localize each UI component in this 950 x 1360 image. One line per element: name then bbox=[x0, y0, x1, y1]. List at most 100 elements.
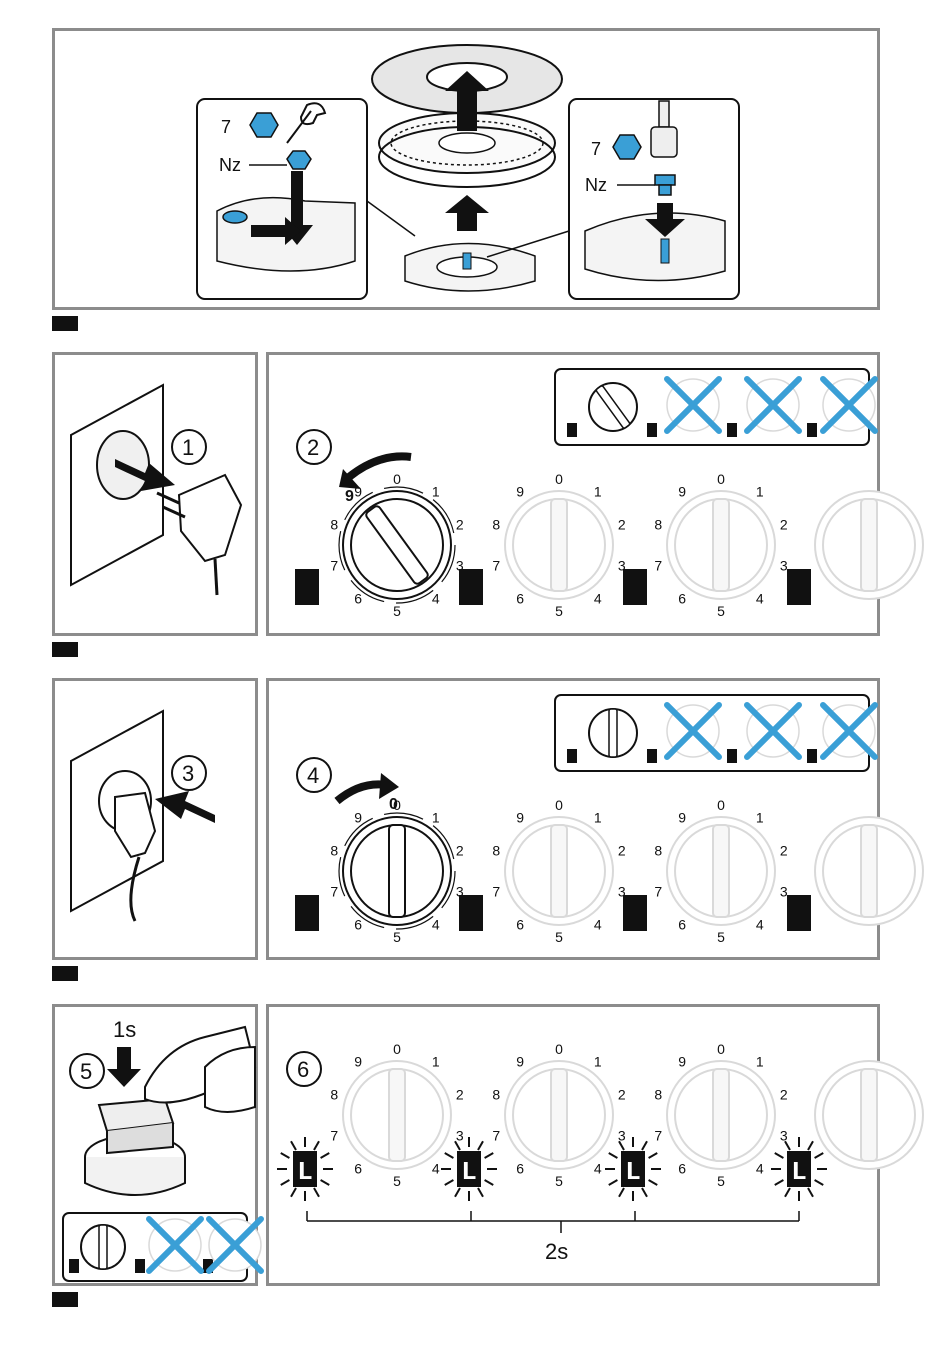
display-blink-panel: 6 0123456789 0123456789 0123456789 L L L… bbox=[266, 1004, 880, 1286]
dial-number: 9 bbox=[354, 484, 362, 500]
display-icon: L bbox=[277, 1137, 333, 1201]
dial-number: 9 bbox=[678, 484, 686, 500]
display-icon bbox=[623, 569, 647, 605]
figure-marker bbox=[52, 316, 78, 331]
dial-number: 2 bbox=[780, 843, 788, 859]
knob-icon bbox=[505, 817, 613, 925]
dial-number: 2 bbox=[618, 843, 626, 859]
cross-mark-icon bbox=[747, 705, 799, 757]
dial-number: 8 bbox=[330, 517, 338, 533]
dial-number: 9 bbox=[678, 1054, 686, 1070]
knob-icon bbox=[343, 491, 451, 599]
display-icon: L bbox=[605, 1137, 661, 1201]
step-number: 6 bbox=[297, 1057, 309, 1082]
dial-number: 2 bbox=[780, 1087, 788, 1103]
dial-number: 2 bbox=[456, 843, 464, 859]
dial-number: 4 bbox=[594, 1160, 602, 1176]
dial-number: 1 bbox=[432, 810, 440, 826]
cross-mark-icon bbox=[149, 1219, 201, 1271]
dial-number: 0 bbox=[393, 471, 401, 487]
knob-to-zero-panel: 4 0 0123456789 0123456789 0123456789 bbox=[266, 678, 880, 960]
nozzle-label: Nz bbox=[585, 175, 607, 195]
dial-number: 8 bbox=[492, 843, 500, 859]
dial-number: 5 bbox=[393, 1173, 401, 1189]
figure-marker bbox=[52, 1292, 78, 1307]
dial-number: 8 bbox=[654, 843, 662, 859]
dial-number: 4 bbox=[756, 916, 764, 932]
dial-number: 4 bbox=[756, 590, 764, 606]
knob-icon bbox=[815, 491, 923, 599]
dial-number: 8 bbox=[654, 1087, 662, 1103]
dial-number: 8 bbox=[330, 843, 338, 859]
step-number: 5 bbox=[80, 1059, 92, 1084]
plugin-panel: 3 bbox=[52, 678, 258, 960]
dial-number: 2 bbox=[456, 517, 464, 533]
knob-icon bbox=[505, 491, 613, 599]
display-icon bbox=[459, 569, 483, 605]
dial-number: 7 bbox=[492, 557, 500, 573]
press-duration: 1s bbox=[113, 1017, 136, 1042]
hex-nut-icon bbox=[613, 135, 641, 159]
dial-number: 7 bbox=[654, 1127, 662, 1143]
dial-number: 4 bbox=[594, 916, 602, 932]
dial-number: 4 bbox=[432, 590, 440, 606]
nut-size-label: 7 bbox=[591, 139, 601, 159]
interval-bracket bbox=[307, 1211, 799, 1233]
burner-base-icon bbox=[405, 244, 535, 292]
knob-position-label: 9 bbox=[345, 488, 354, 505]
dial-number: 0 bbox=[555, 797, 563, 813]
dial-number: 3 bbox=[780, 557, 788, 573]
dial-number: 6 bbox=[516, 916, 524, 932]
dial-number: 4 bbox=[432, 1160, 440, 1176]
dial-number: 2 bbox=[456, 1087, 464, 1103]
dial-number: 5 bbox=[717, 929, 725, 945]
dial-number: 8 bbox=[492, 517, 500, 533]
dial-number: 1 bbox=[594, 1054, 602, 1070]
display-glyph: L bbox=[297, 1157, 313, 1187]
dial-number: 6 bbox=[678, 1160, 686, 1176]
dial-number: 0 bbox=[717, 1041, 725, 1057]
left-inset: 7 Nz bbox=[197, 99, 415, 299]
dial-number: 9 bbox=[516, 484, 524, 500]
display-glyph: L bbox=[625, 1157, 641, 1187]
dial-number: 2 bbox=[780, 517, 788, 533]
nozzle-icon bbox=[287, 151, 311, 169]
dial-number: 3 bbox=[618, 1127, 626, 1143]
display-icon: L bbox=[771, 1137, 827, 1201]
cross-mark-icon bbox=[209, 1219, 261, 1271]
nozzle-replacement-panel: 7 Nz 7 Nz bbox=[52, 28, 880, 310]
nozzle-label: Nz bbox=[219, 155, 241, 175]
dial-number: 8 bbox=[492, 1087, 500, 1103]
dial-number: 9 bbox=[354, 1054, 362, 1070]
dial-number: 2 bbox=[618, 1087, 626, 1103]
display-icon bbox=[623, 895, 647, 931]
dial-number: 7 bbox=[492, 883, 500, 899]
step-number: 2 bbox=[307, 435, 319, 460]
dial-number: 9 bbox=[516, 1054, 524, 1070]
display-icon: L bbox=[441, 1137, 497, 1201]
dial-number: 6 bbox=[354, 916, 362, 932]
dial-number: 5 bbox=[717, 1173, 725, 1189]
knob-icon bbox=[667, 491, 775, 599]
hand-icon bbox=[145, 1027, 255, 1112]
knob-icon bbox=[815, 817, 923, 925]
display-icon bbox=[295, 895, 319, 931]
knob-icon bbox=[667, 817, 775, 925]
dial-number: 3 bbox=[456, 1127, 464, 1143]
display-glyph: L bbox=[461, 1157, 477, 1187]
knob-icon bbox=[343, 1061, 451, 1169]
figure-marker bbox=[52, 966, 78, 981]
dial-number: 0 bbox=[393, 1041, 401, 1057]
dial-number: 0 bbox=[555, 1041, 563, 1057]
arrow-icon bbox=[107, 1047, 141, 1087]
dial-number: 3 bbox=[780, 883, 788, 899]
dial-number: 0 bbox=[555, 471, 563, 487]
display-icon bbox=[459, 895, 483, 931]
dial-number: 5 bbox=[393, 929, 401, 945]
arrow-icon bbox=[349, 456, 411, 477]
dial-number: 0 bbox=[717, 471, 725, 487]
dial-number: 1 bbox=[594, 484, 602, 500]
display-icon bbox=[787, 895, 811, 931]
